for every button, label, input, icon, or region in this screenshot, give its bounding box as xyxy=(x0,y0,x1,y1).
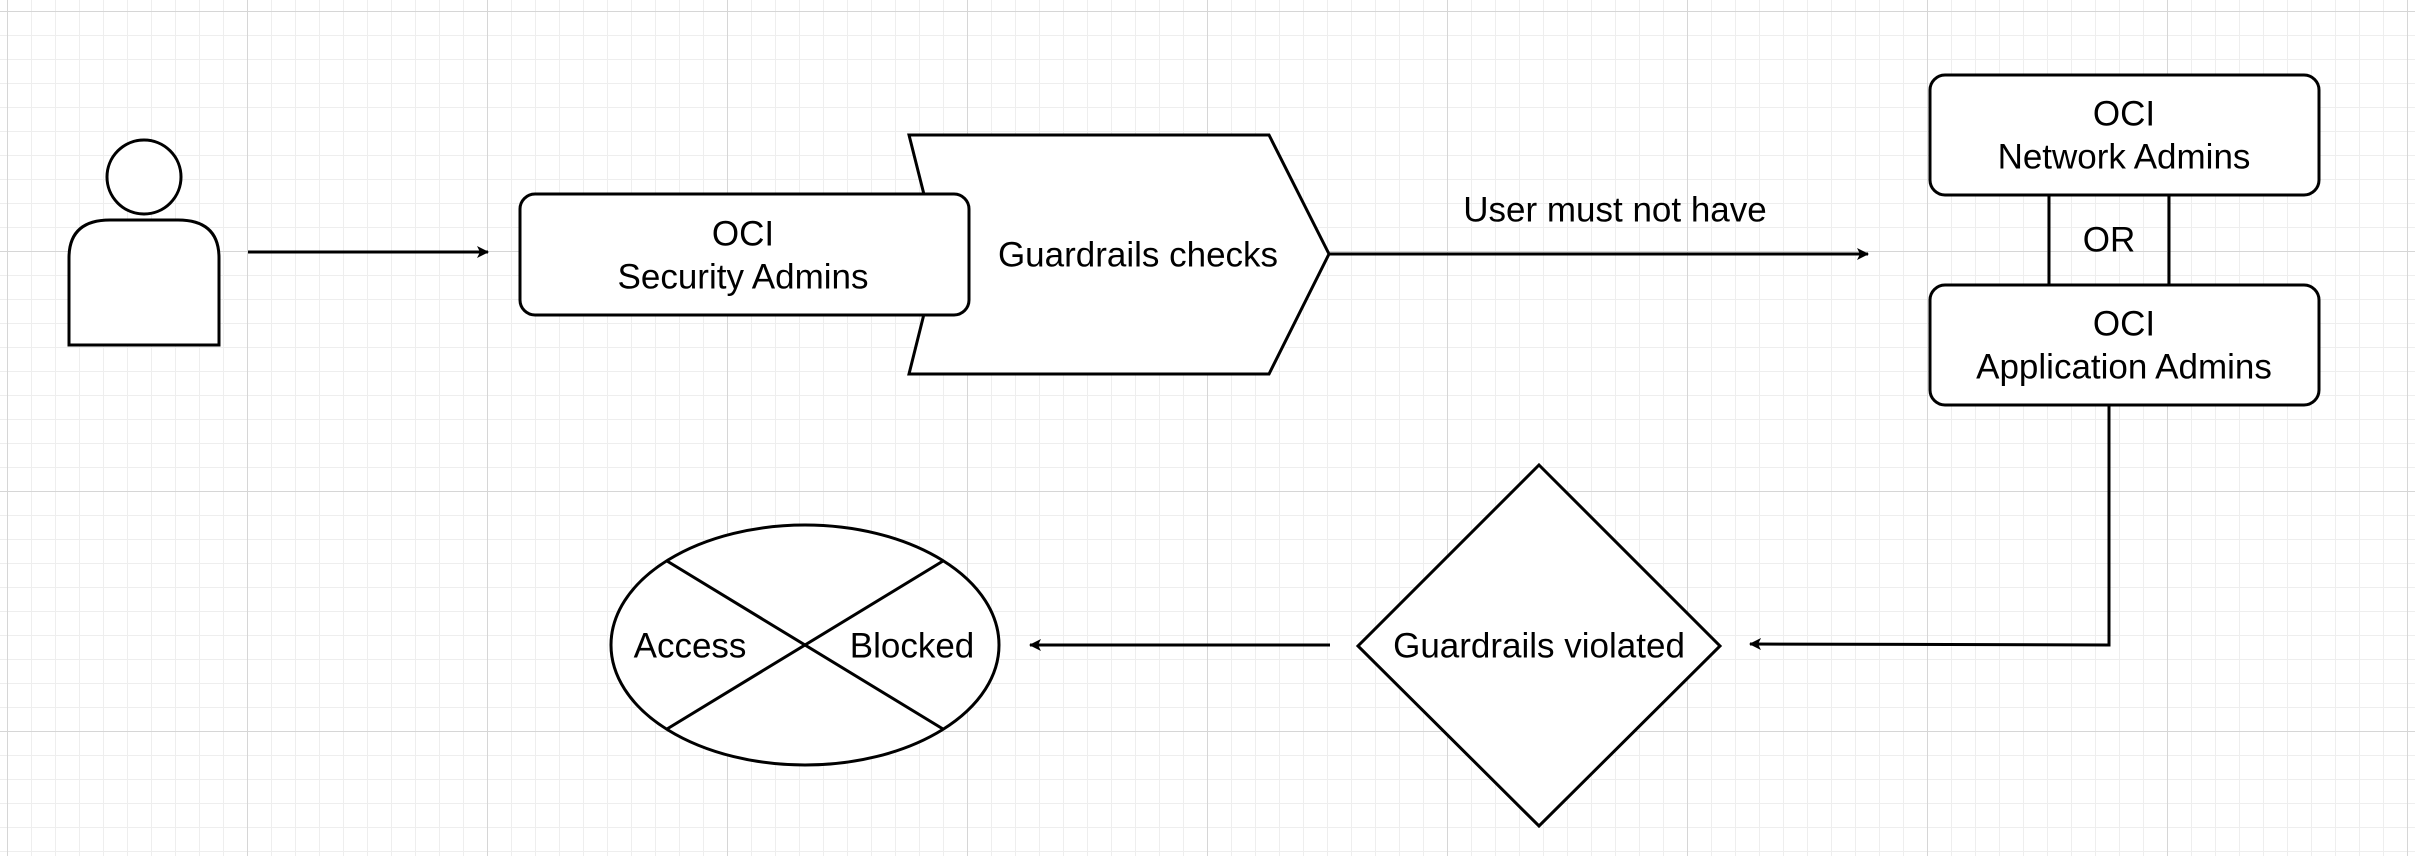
network-admins-line1: OCI xyxy=(2093,95,2155,134)
guardrails-violated-label: Guardrails violated xyxy=(1393,627,1685,666)
blocked-label: Blocked xyxy=(850,627,975,666)
user-actor-icon[interactable] xyxy=(67,138,221,347)
application-admins-box[interactable]: OCI Application Admins xyxy=(1928,283,2321,407)
guardrails-violated-diamond[interactable]: Guardrails violated xyxy=(1355,462,1723,829)
security-admins-box[interactable]: OCI Security Admins xyxy=(518,192,971,317)
access-label: Access xyxy=(634,627,747,666)
guardrails-checks-label: Guardrails checks xyxy=(998,236,1278,275)
security-admins-line2: Security Admins xyxy=(618,258,869,297)
application-admins-line1: OCI xyxy=(2093,305,2155,344)
or-label: OR xyxy=(2083,221,2136,260)
guardrails-checks-step[interactable]: Guardrails checks xyxy=(907,133,1331,376)
application-admins-line2: Application Admins xyxy=(1976,348,2272,387)
or-connector: OR xyxy=(2047,195,2171,285)
network-admins-line2: Network Admins xyxy=(1998,138,2251,177)
network-admins-box[interactable]: OCI Network Admins xyxy=(1928,73,2321,197)
security-admins-line1: OCI xyxy=(712,215,774,254)
access-blocked-ellipse[interactable]: Access Blocked xyxy=(609,523,1001,767)
arrow-roles-to-violated xyxy=(1749,405,2111,651)
edge-label-user-must-not-have: User must not have xyxy=(1463,191,1766,230)
